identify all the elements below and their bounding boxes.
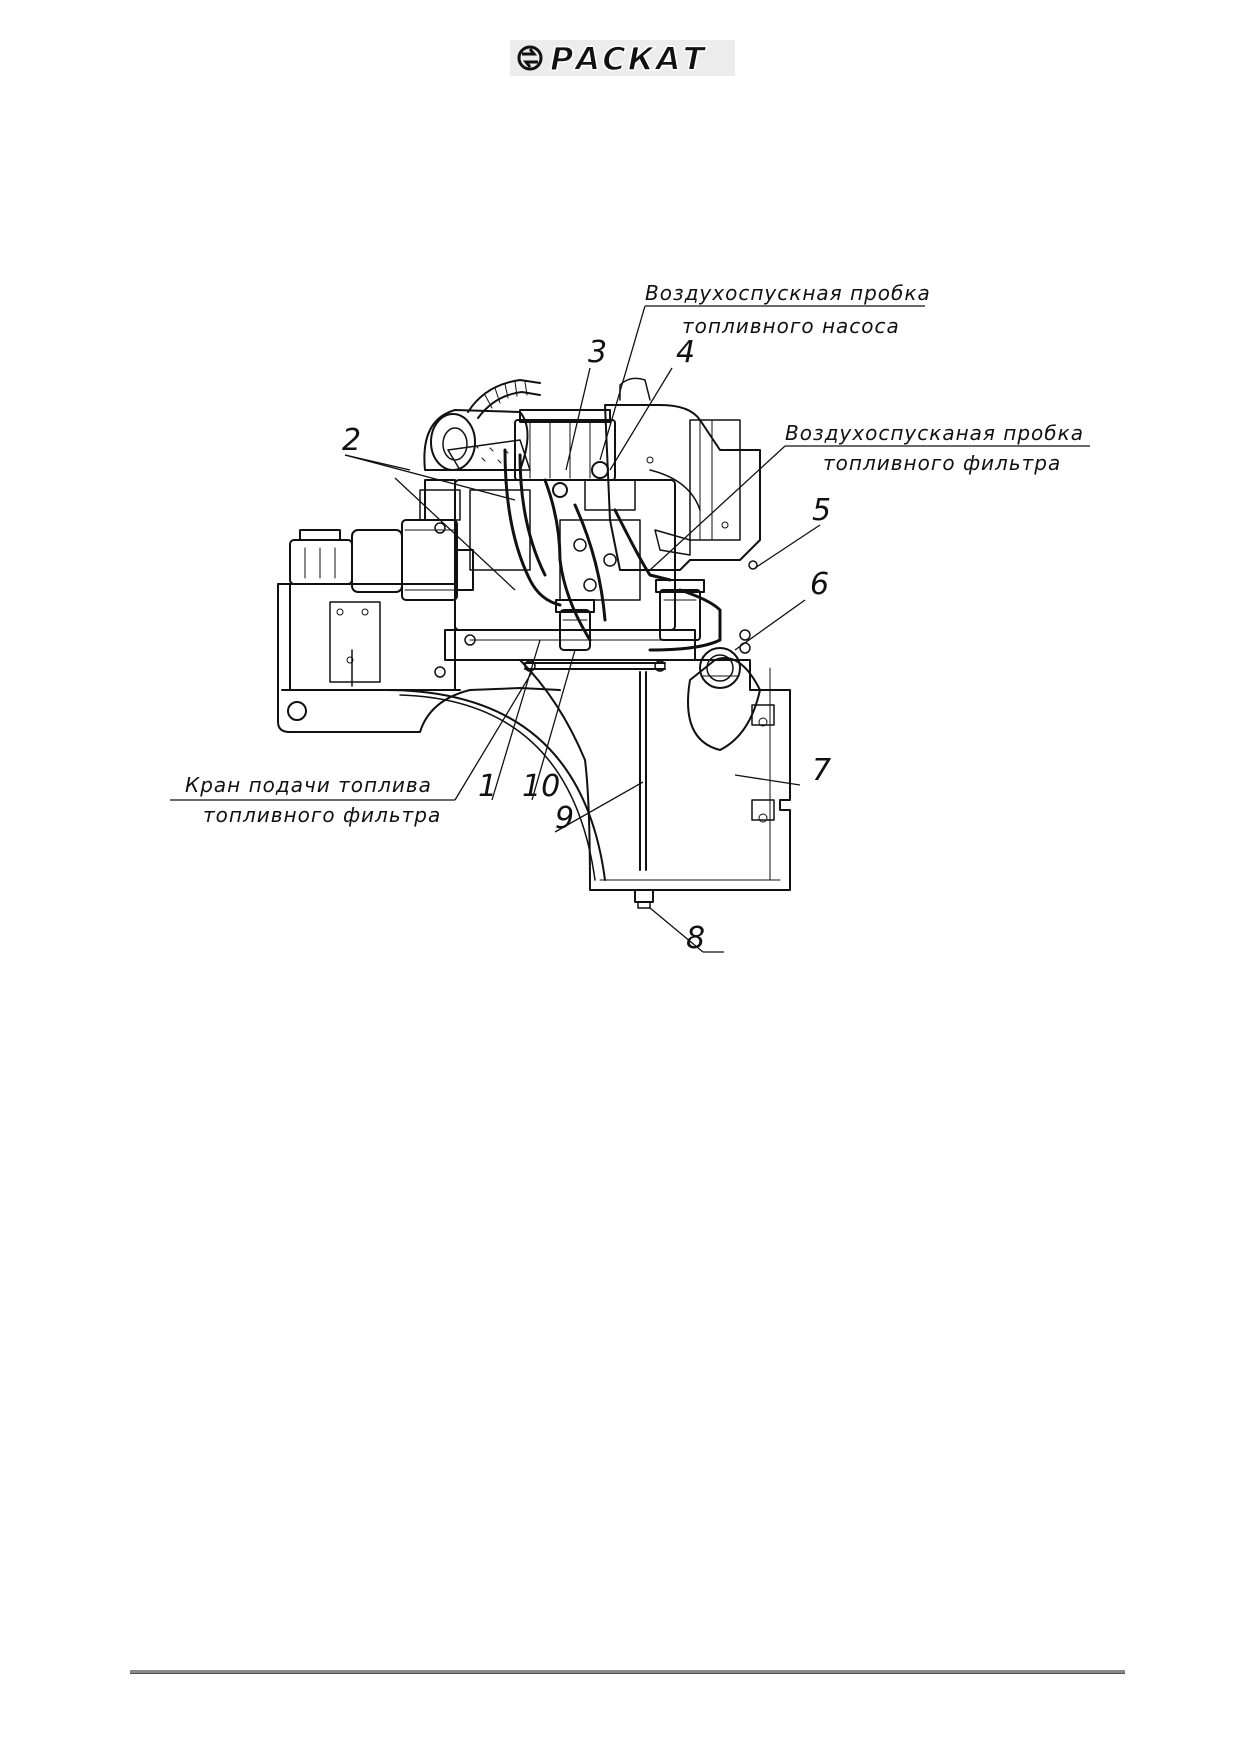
fuel-filter-coarse xyxy=(555,599,595,651)
part-number-3: 3 xyxy=(588,335,607,370)
part-number-5: 5 xyxy=(812,493,831,528)
fuel-hoses xyxy=(503,448,722,652)
part-number-1: 1 xyxy=(478,769,497,804)
logo-wordmark: РАСКАТ xyxy=(550,40,707,76)
leader-lines xyxy=(170,305,1090,953)
radiator-housing xyxy=(604,377,761,571)
logo-emblem-icon xyxy=(517,45,543,71)
valve-label-line2: топливного фильтра xyxy=(203,803,441,827)
valve-label-line1: Кран подачи топлива xyxy=(185,773,432,797)
part-number-6: 6 xyxy=(810,567,829,602)
part-number-2: 2 xyxy=(342,423,361,458)
filter-bleed-label-line2: топливного фильтра xyxy=(823,451,1061,475)
part-number-8: 8 xyxy=(686,921,705,956)
fuel-tank xyxy=(519,647,791,909)
pump-bleed-label-line1: Воздухоспускная пробка xyxy=(645,281,931,305)
fuel-filter-fine xyxy=(655,579,705,641)
part-number-4: 4 xyxy=(676,335,695,370)
footer-rule xyxy=(130,1670,1125,1674)
starter-motor xyxy=(289,519,474,601)
pump-bleed-label-line2: топливного насоса xyxy=(682,314,900,338)
fender-arc xyxy=(384,689,606,881)
frame-plate xyxy=(277,583,561,733)
part-number-7: 7 xyxy=(812,753,831,788)
company-logo: РАСКАТ xyxy=(510,39,735,79)
filter-bleed-label-line1: Воздухоспусканая пробка xyxy=(785,421,1084,445)
part-number-9: 9 xyxy=(555,801,574,836)
part-number-10: 10 xyxy=(522,769,560,804)
air-intake xyxy=(423,379,541,471)
logo-graphic: РАСКАТ xyxy=(510,39,735,79)
fuel-injection-pump xyxy=(514,409,636,511)
